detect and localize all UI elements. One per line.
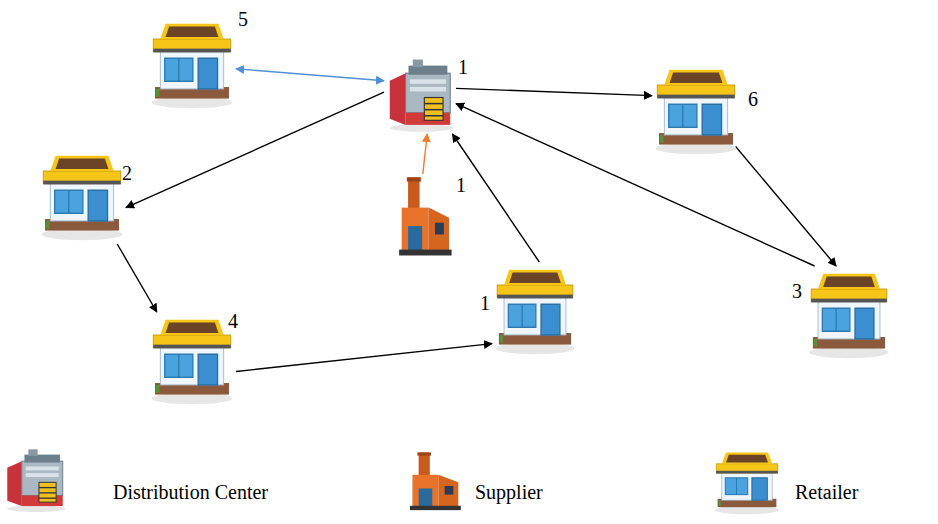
flow-arrow xyxy=(236,344,492,372)
node-number: 1 xyxy=(458,56,468,78)
distribution-center-icon xyxy=(2,446,68,516)
flow-arrow xyxy=(456,88,652,95)
flow-arrow xyxy=(126,92,384,207)
node-number: 5 xyxy=(238,8,248,30)
distribution-center-node: 1 xyxy=(384,58,456,134)
building-icon xyxy=(394,174,458,258)
flow-arrow xyxy=(736,146,837,266)
node-number: 2 xyxy=(122,162,132,184)
retailer-node: 6 xyxy=(652,62,740,158)
flow-arrow xyxy=(456,104,815,266)
node-number: 1 xyxy=(480,292,490,314)
node-number: 6 xyxy=(748,88,758,110)
node-number: 3 xyxy=(792,280,802,302)
legend-label: Retailer xyxy=(795,480,858,504)
flow-arrow xyxy=(452,134,539,262)
building-icon xyxy=(384,58,456,134)
building-icon xyxy=(38,148,126,244)
building-icon xyxy=(652,62,740,158)
retailer-node: 4 xyxy=(148,312,236,408)
flow-arrow xyxy=(117,244,157,312)
retailer-node: 1 xyxy=(492,262,578,358)
building-icon xyxy=(148,16,236,112)
retailer-node: 2 xyxy=(38,148,126,244)
building-icon xyxy=(492,262,578,358)
retailer-icon xyxy=(712,446,782,518)
retailer-node: 5 xyxy=(148,16,236,112)
building-icon xyxy=(806,266,892,362)
legend-label: Supplier xyxy=(475,480,543,504)
node-number: 4 xyxy=(228,310,238,332)
flow-arrow xyxy=(423,134,427,174)
building-icon xyxy=(148,312,236,408)
supplier-icon xyxy=(405,446,467,516)
retailer-node: 3 xyxy=(806,266,892,362)
legend-label: Distribution Center xyxy=(113,480,268,504)
supplier-node: 1 xyxy=(394,174,458,258)
flow-arrow xyxy=(236,69,384,81)
node-number: 1 xyxy=(456,174,466,196)
